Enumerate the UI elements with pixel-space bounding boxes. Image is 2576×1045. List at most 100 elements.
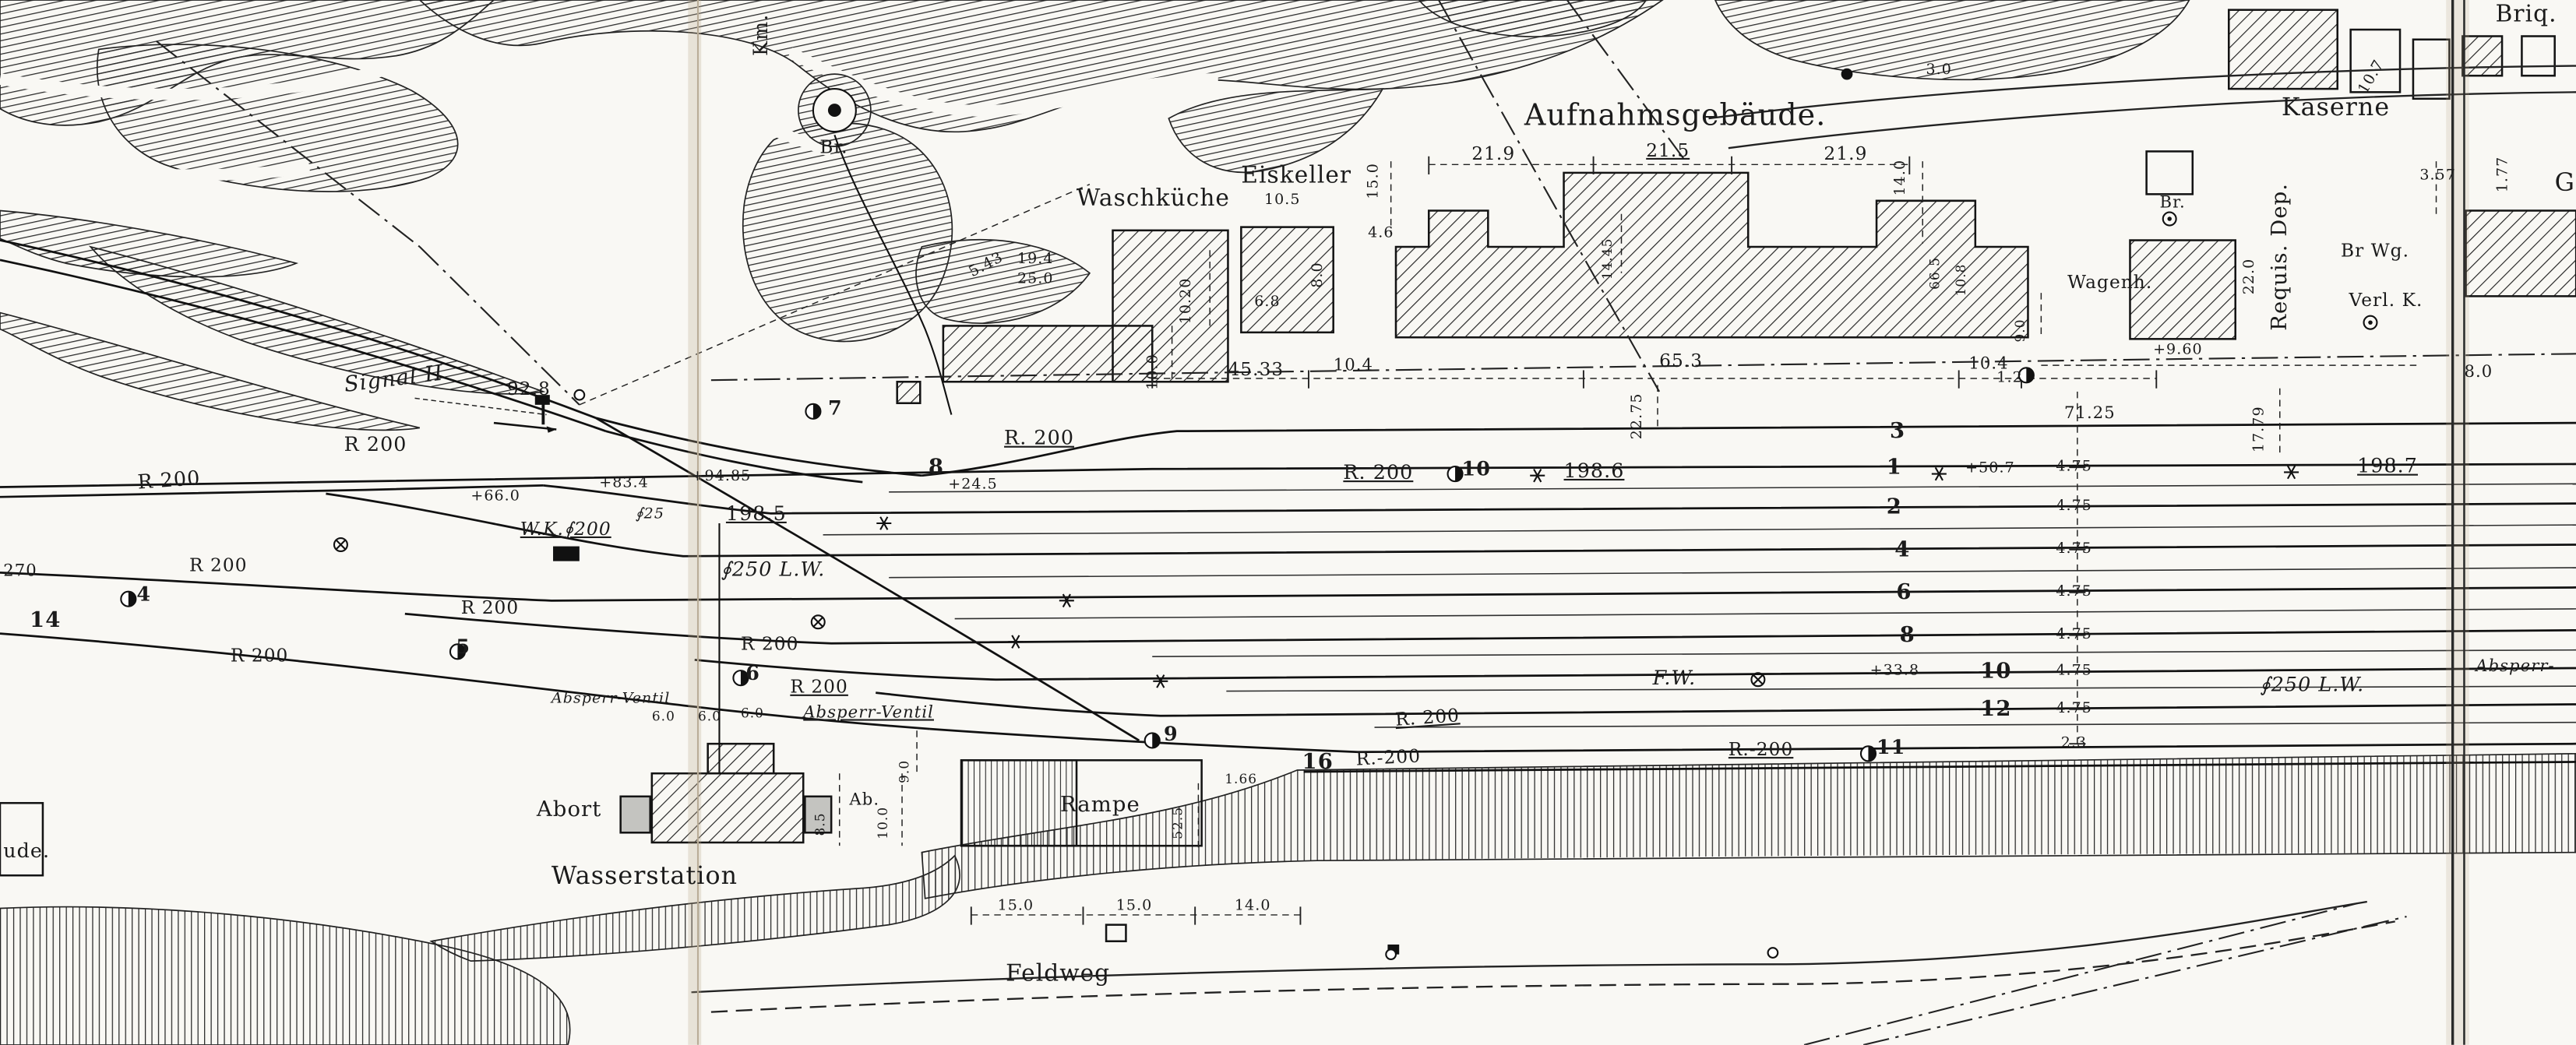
map-label: 2.3 xyxy=(2060,735,2088,752)
map-label: 1.2 xyxy=(1996,370,2023,387)
track-10 xyxy=(694,659,2576,681)
map-label: 8.0 xyxy=(1310,262,1327,288)
building-northeast-b xyxy=(2521,35,2556,77)
label-wagenhaus: Wagenh. xyxy=(2067,271,2153,294)
label-wasserstation: Wasserstation xyxy=(551,860,738,891)
slope-northeast xyxy=(1714,0,2190,81)
road-northeast-a xyxy=(1708,65,2576,120)
label-verl-k: Verl. K. xyxy=(2349,289,2423,311)
map-label: 66.5 xyxy=(1927,257,1943,290)
map-label: 4.75 xyxy=(2056,701,2092,718)
map-label: 270 xyxy=(3,562,37,581)
building-hut xyxy=(896,380,922,405)
label-kaserne: Kaserne xyxy=(2281,92,2391,122)
map-label: 21.5 xyxy=(1646,139,1690,162)
map-label: 10.8 xyxy=(1954,263,1969,297)
switch-star-icons xyxy=(876,465,2299,688)
wk-valve-box xyxy=(553,546,580,561)
map-label: 10 xyxy=(1980,660,2012,685)
map-label: 4.6 xyxy=(1368,225,1394,242)
building-aufnahmsgebaeude xyxy=(1394,171,2029,339)
map-label: R 200 xyxy=(460,597,520,619)
feldweg-hut xyxy=(1105,924,1127,943)
road-cuts xyxy=(0,48,1218,181)
map-label: 6.8 xyxy=(1254,294,1281,311)
map-label: Ab. xyxy=(849,791,880,810)
map-label: R 200 xyxy=(230,645,289,667)
map-label: 8 xyxy=(928,456,945,481)
point-markers xyxy=(573,68,2378,961)
dimension-layer xyxy=(414,156,2437,925)
label-pipe-250-left: ∮250 L.W. xyxy=(721,558,826,581)
siding-layer xyxy=(823,483,2576,728)
label-briq: Briq. xyxy=(2495,2,2557,28)
map-label: 2 xyxy=(1886,495,1902,520)
label-br-turntable: Br. xyxy=(819,136,848,158)
building-eiskeller xyxy=(1240,226,1334,334)
map-label: 16 xyxy=(1302,750,1334,776)
map-label: 6.0 xyxy=(651,709,675,724)
map-label: 21.9 xyxy=(1824,142,1868,165)
road-layer xyxy=(691,65,2576,1013)
track-3 xyxy=(922,421,2576,477)
label-km: Km. xyxy=(749,13,773,56)
map-label: 9.0 xyxy=(2013,318,2028,343)
map-label: Absperr-Ventil xyxy=(803,704,934,723)
map-label: 15.0 xyxy=(1115,898,1153,915)
map-label: R. 200 xyxy=(1343,460,1414,484)
turntable xyxy=(798,73,872,147)
label-waschkueche: Waschküche xyxy=(1077,185,1231,213)
building-cut-west xyxy=(0,801,44,877)
label-brueckenwaage: Br Wg. xyxy=(2340,240,2410,262)
slope-north-band xyxy=(418,0,1664,133)
map-label: +9.60 xyxy=(2153,342,2203,359)
map-label: 22.75 xyxy=(1630,392,1647,440)
map-label: 198.6 xyxy=(1563,459,1625,483)
map-label: +94.85 xyxy=(691,469,752,486)
track-2 xyxy=(543,484,2576,515)
forest-northwest-blob xyxy=(96,44,459,192)
map-label: 25.0 xyxy=(1017,271,1054,288)
rampe-hatched xyxy=(960,759,1078,847)
track-6 xyxy=(0,572,2576,602)
map-label: 10.4 xyxy=(1333,357,1373,375)
track-1 xyxy=(0,463,2576,488)
map-label: 4 xyxy=(1894,538,1911,563)
map-label: 10.7 xyxy=(2356,57,2389,97)
label-abort: Abort xyxy=(536,797,602,823)
map-label: R 200 xyxy=(136,466,202,494)
map-label: 1 xyxy=(1886,456,1902,481)
signal-disc-icons xyxy=(120,367,2035,762)
label-signal-2: Signal II xyxy=(343,361,446,399)
symbol-layer xyxy=(120,68,2378,961)
map-label: 15.0 xyxy=(1366,163,1383,199)
map-label: 3.0 xyxy=(1926,62,1952,79)
dimension-ticks xyxy=(970,156,2158,925)
map-label: 10.0 xyxy=(876,806,891,839)
embankment-southwest xyxy=(0,906,571,1045)
building-waschkueche xyxy=(1112,229,1229,383)
map-label: ∮25 xyxy=(635,506,665,523)
feldweg-path-b xyxy=(710,920,2395,1013)
map-label: R 200 xyxy=(790,676,848,698)
map-label: 8 xyxy=(1899,623,1915,649)
embankment-edge xyxy=(1303,761,2576,773)
map-label: 6 xyxy=(745,661,761,685)
mainline-a xyxy=(0,239,597,420)
circle-x-icons xyxy=(333,537,1766,688)
map-label: 3 xyxy=(1889,419,1906,445)
map-label: 8.5 xyxy=(812,812,828,836)
label-wk-pipe: W.K.∮200 xyxy=(520,518,611,540)
map-label: 14.0 xyxy=(1893,159,1910,196)
label-eiskeller: Eiskeller xyxy=(1241,163,1352,190)
sheet-folds xyxy=(688,0,2469,1045)
signal-mast-icon xyxy=(493,395,557,433)
map-label: Absperr-Ventil xyxy=(551,691,671,708)
map-label: 52.5 xyxy=(1170,806,1186,839)
label-pipe-250-right: ∮250 L.W. xyxy=(2260,673,2365,696)
label-cut-word: ude. xyxy=(3,839,51,863)
map-label: 14 xyxy=(30,608,62,634)
map-label: 3.57 xyxy=(2419,167,2456,185)
